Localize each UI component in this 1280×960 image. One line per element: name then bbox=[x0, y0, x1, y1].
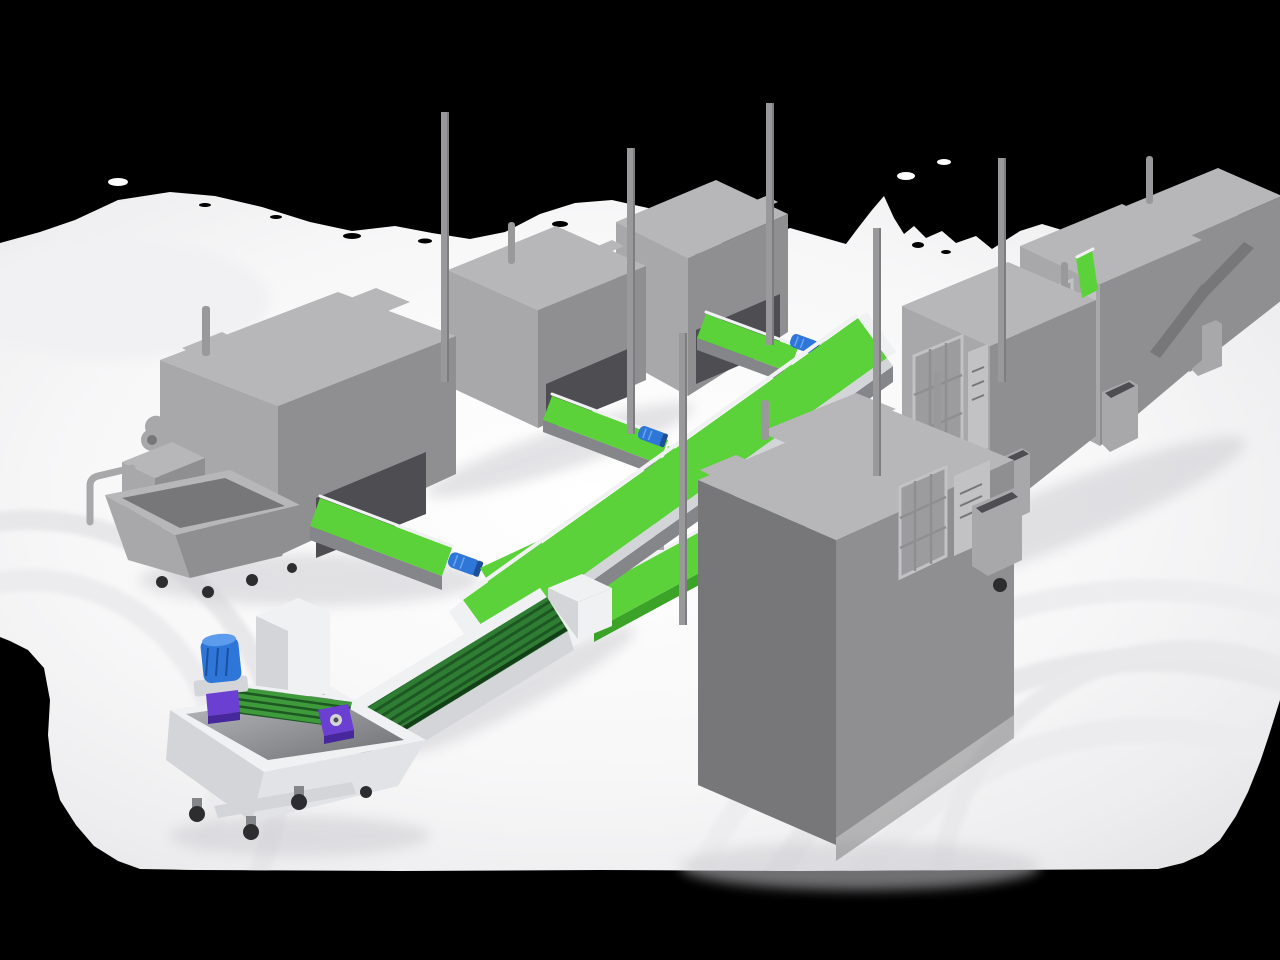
caster bbox=[202, 586, 214, 598]
hopper-cart bbox=[86, 415, 300, 598]
machine-antenna bbox=[202, 306, 210, 356]
conveyor-sliver bbox=[1075, 247, 1098, 298]
drive-motor-blue bbox=[447, 552, 484, 577]
caster bbox=[156, 576, 168, 588]
chip-cart bbox=[166, 633, 426, 840]
control-panel bbox=[968, 344, 988, 458]
cart-casters bbox=[189, 786, 372, 840]
gearbox-purple bbox=[206, 690, 240, 716]
support-posts bbox=[441, 103, 1006, 625]
caster bbox=[246, 574, 258, 586]
lever-arm bbox=[141, 415, 231, 467]
support-post bbox=[873, 228, 881, 476]
cart-drive-motor-blue bbox=[193, 633, 249, 724]
machine-antenna bbox=[761, 400, 769, 440]
machine-antenna bbox=[508, 222, 515, 264]
support-post bbox=[998, 158, 1006, 382]
bearing-block-purple bbox=[318, 704, 354, 744]
door-arm bbox=[1150, 284, 1212, 358]
support-post bbox=[627, 148, 635, 434]
bin-caster bbox=[993, 578, 1007, 592]
pedestal-box bbox=[256, 598, 330, 710]
machine-7-front-center bbox=[698, 393, 1022, 861]
cart-handle bbox=[86, 464, 136, 526]
caster bbox=[287, 563, 297, 573]
parts-bin-cart bbox=[972, 488, 1022, 592]
support-post bbox=[441, 112, 449, 382]
drive-motor-blue bbox=[637, 426, 668, 448]
support-post bbox=[766, 103, 774, 345]
machine-antenna bbox=[1146, 156, 1153, 204]
support-post bbox=[679, 333, 687, 625]
